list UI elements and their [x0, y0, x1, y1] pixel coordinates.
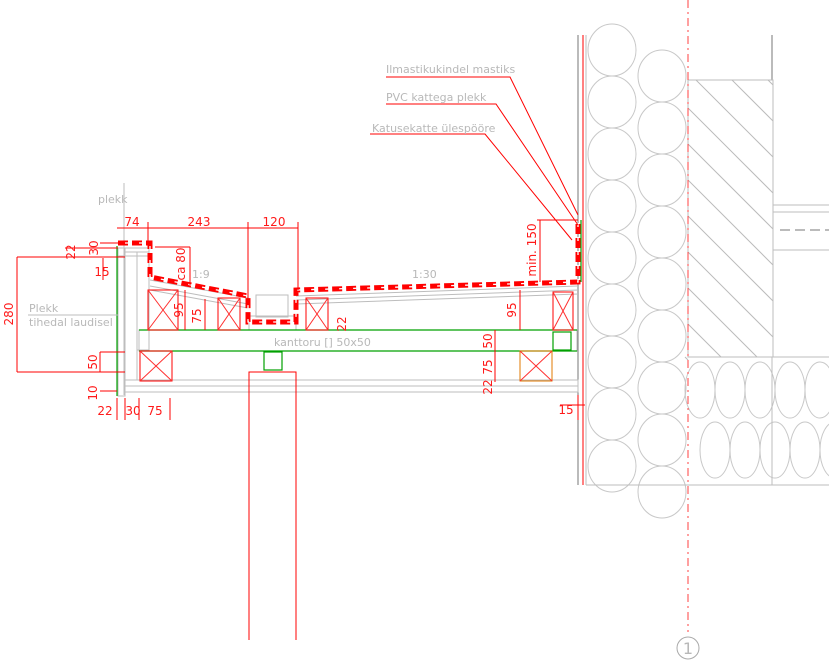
insulation-loop — [637, 205, 687, 259]
hatch-line — [687, 107, 774, 194]
hatch-line — [687, 251, 774, 338]
insulation-loop — [587, 439, 637, 493]
label-slope-1-9: 1:9 — [192, 268, 210, 281]
insulation-loop — [587, 283, 637, 337]
insulation-loop — [714, 361, 746, 419]
label-plekk-laudisel-2: tihedal laudisel — [29, 316, 113, 329]
dimension-texts: 74 243 120 22 30 15 280 50 10 22 30 75 c… — [2, 215, 574, 418]
insulation-loop — [729, 421, 761, 479]
insulation-loop — [759, 421, 791, 479]
dim-ca-80: ca 80 — [174, 247, 188, 280]
insulation-loop — [587, 231, 637, 285]
insulation-loop — [587, 75, 637, 129]
beam-cross — [147, 289, 179, 331]
insulation-loop — [587, 127, 637, 181]
dim-10: 10 — [86, 385, 100, 400]
roof-structure — [116, 183, 582, 397]
label-mastiks: Ilmastikukindel mastiks — [386, 63, 515, 76]
insulation-loop — [684, 361, 716, 419]
beam-cross — [139, 350, 173, 382]
insulation-loop — [819, 423, 829, 477]
hatch-line — [687, 143, 774, 230]
label-ulespoore: Katusekatte ülespööre — [372, 122, 496, 135]
dim-22-right: 22 — [481, 379, 495, 394]
insulation-loop — [587, 335, 637, 389]
insulation-loop — [637, 413, 687, 467]
kanttoru-tube-2 — [552, 331, 572, 351]
timber-beam — [305, 297, 329, 331]
insulation-loop — [587, 179, 637, 233]
label-slope-1-30: 1:30 — [412, 268, 437, 281]
label-plekk: plekk — [98, 193, 128, 206]
insulation-loop — [637, 49, 687, 103]
timber-beam — [552, 291, 574, 331]
insulation-loop — [637, 257, 687, 311]
insulation-loop — [699, 421, 731, 479]
timber-beam — [147, 289, 179, 331]
dim-95-left: 95 — [172, 302, 186, 317]
insulation-lower-right — [684, 361, 829, 479]
dim-243: 243 — [188, 215, 211, 229]
label-kanttoru: kanttoru [] 50x50 — [274, 336, 371, 349]
hatch-line — [767, 79, 774, 86]
timber-beam — [139, 350, 173, 382]
label-pvc-plekk: PVC kattega plekk — [386, 91, 487, 104]
hatch-line — [731, 79, 774, 122]
annotation-labels: plekk Plekk tihedal laudisel kanttoru []… — [29, 63, 515, 349]
beam-cross — [305, 297, 329, 331]
dim-22-mid: 22 — [335, 316, 349, 331]
label-plekk-laudisel-1: Plekk — [29, 302, 59, 315]
beam-cross — [519, 350, 553, 382]
insulation-loop — [637, 361, 687, 415]
support-post — [248, 371, 297, 640]
timber-beam — [519, 350, 553, 382]
hatch-line — [687, 215, 774, 302]
dim-15-right: 15 — [558, 403, 573, 417]
dim-280: 280 — [2, 303, 16, 326]
wall-insulation — [587, 23, 687, 519]
dim-30-bottom: 30 — [125, 404, 140, 418]
insulation-loop — [744, 361, 776, 419]
insulation-loop — [637, 309, 687, 363]
insulation-loop — [804, 361, 829, 419]
dim-95-right: 95 — [505, 302, 519, 317]
wall-structure — [577, 35, 829, 486]
dim-30-top: 30 — [87, 240, 101, 255]
insulation-loop — [587, 387, 637, 441]
dim-22-bottom: 22 — [97, 404, 112, 418]
beam-cross — [552, 291, 574, 331]
dim-75-left: 75 — [190, 308, 204, 323]
insulation-loop — [637, 153, 687, 207]
insulation-loop — [587, 23, 637, 77]
dim-min-150: min. 150 — [525, 223, 539, 276]
insulation-loop — [637, 101, 687, 155]
timber-beam — [217, 297, 241, 331]
timber-beams — [139, 289, 574, 382]
dim-75-bottom: 75 — [147, 404, 162, 418]
insulation-loop — [637, 465, 687, 519]
concrete-hatch — [684, 79, 774, 361]
hatch-line — [687, 323, 722, 358]
hatch-line — [687, 179, 774, 266]
kanttoru-tube-1 — [263, 351, 283, 371]
dimension-lines — [16, 76, 585, 420]
hatch-line — [695, 79, 774, 158]
hatch-line — [687, 287, 758, 358]
dim-75-right: 75 — [481, 359, 495, 374]
dim-74: 74 — [124, 215, 139, 229]
axis-marker-circle — [676, 636, 700, 660]
insulation-loop — [789, 421, 821, 479]
dim-50-left: 50 — [86, 354, 100, 369]
hatch-line — [684, 356, 689, 361]
dim-50-right: 50 — [481, 333, 495, 348]
dim-22-top: 22 — [64, 244, 78, 259]
insulation-loop — [774, 361, 806, 419]
dim-15-left: 15 — [94, 265, 109, 279]
axis-marker-label: 1 — [683, 639, 693, 658]
beam-cross — [217, 297, 241, 331]
dim-120: 120 — [263, 215, 286, 229]
